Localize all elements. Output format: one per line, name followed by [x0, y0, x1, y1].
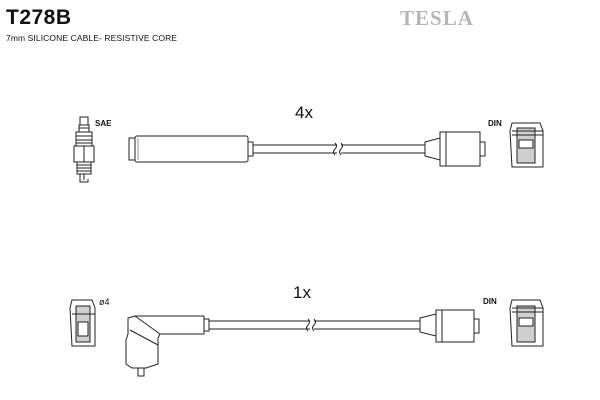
cable-line-top — [253, 142, 425, 156]
part-number: T278B — [6, 6, 72, 29]
straight-terminal-icon — [69, 299, 96, 347]
connector-label-sae: SAE — [95, 119, 112, 128]
din-boot-bottom-icon — [509, 299, 544, 347]
product-description: 7mm SILICONE CABLE- RESISTIVE CORE — [6, 33, 178, 43]
brand-logo: TESLA — [400, 6, 474, 30]
cable-quantity-bottom: 1x — [293, 283, 311, 302]
connector-label-diameter: ø4 — [99, 297, 110, 307]
din-boot-icon — [509, 122, 544, 168]
ferrule-terminal-bottom — [419, 309, 480, 343]
spark-plug-icon — [73, 116, 95, 183]
ferrule-terminal-icon — [424, 131, 486, 167]
cable-quantity-top: 4x — [295, 103, 313, 122]
cable-line-bottom — [209, 318, 420, 332]
connector-label-din-bottom: DIN — [483, 297, 497, 306]
connector-label-din-top: DIN — [488, 119, 502, 128]
straight-boot-top — [128, 135, 254, 163]
angled-boot-icon — [125, 315, 210, 377]
